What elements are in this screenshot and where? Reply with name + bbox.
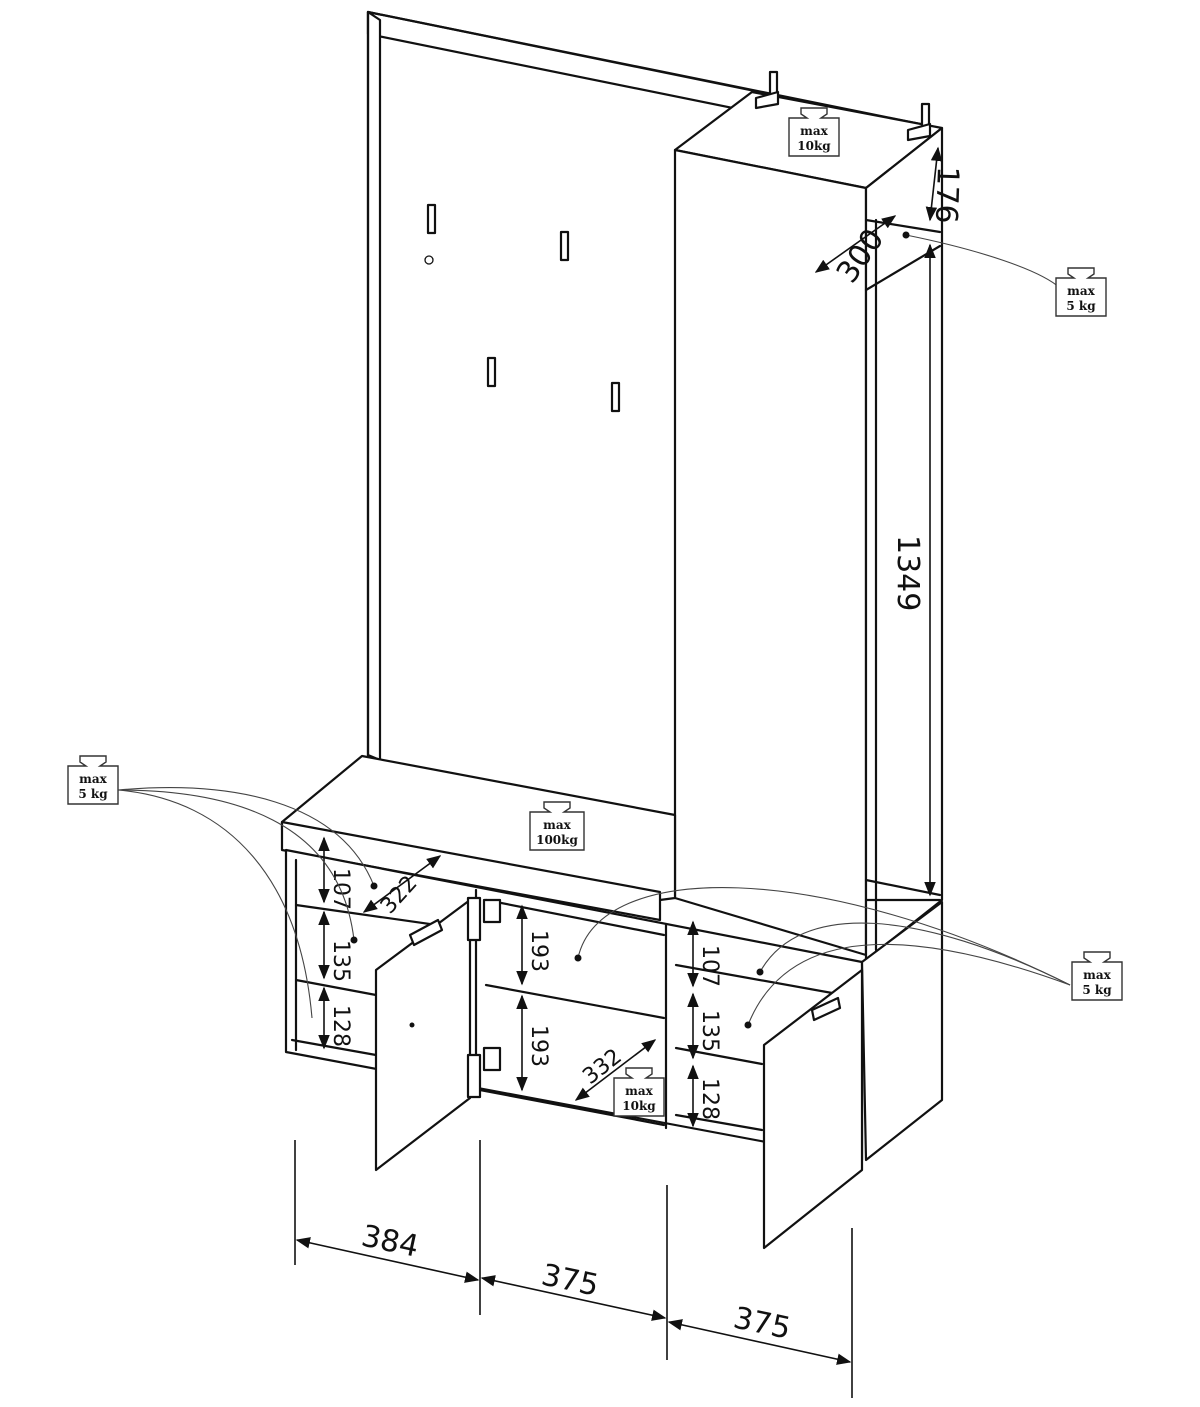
dim-width-left: 384 xyxy=(358,1219,421,1265)
dim-wardrobe-height: 1349 xyxy=(890,535,925,611)
dim-left-shelf-2: 135 xyxy=(328,940,353,982)
weight-left-label: max xyxy=(79,772,107,786)
bench-cabinet xyxy=(280,754,944,1162)
dim-right-shelf-1: 107 xyxy=(697,945,722,987)
dim-middle-shelf-1: 193 xyxy=(526,930,551,972)
weight-left-value: 5 kg xyxy=(78,787,108,801)
weight-rail-label: max xyxy=(1067,284,1095,298)
weight-middle-shelf: max 10kg xyxy=(613,1067,665,1117)
weight-top: max 10kg xyxy=(788,107,840,157)
dim-right-shelf-3: 128 xyxy=(697,1078,722,1120)
dim-width-right: 375 xyxy=(730,1301,793,1347)
weight-right-shelves: max 5 kg xyxy=(1071,951,1123,1001)
right-door xyxy=(762,968,864,1250)
weight-bench: max 100kg xyxy=(529,801,585,851)
wall-bracket-icon xyxy=(754,70,932,142)
weight-top-value: 10kg xyxy=(797,139,831,153)
dim-left-shelf-3: 128 xyxy=(328,1005,353,1047)
dim-top-depth: 176 xyxy=(928,166,965,224)
weight-middle-value: 10kg xyxy=(622,1099,656,1113)
weight-right-label: max xyxy=(1083,968,1111,982)
hinge-icon xyxy=(466,896,502,1099)
dim-middle-shelf-2: 193 xyxy=(526,1025,551,1067)
dimension-lines xyxy=(294,146,943,1398)
weight-middle-label: max xyxy=(625,1084,653,1098)
weight-bench-label: max xyxy=(543,818,571,832)
handle-icon xyxy=(408,918,842,1022)
weight-leaders xyxy=(117,231,1071,1029)
coat-hook-icon xyxy=(424,203,621,413)
weight-top-label: max xyxy=(800,124,828,138)
weight-rail-value: 5 kg xyxy=(1066,299,1096,313)
wardrobe xyxy=(673,90,944,962)
weight-left-shelves: max 5 kg xyxy=(67,755,119,805)
weight-icon: max 10kg max 5 kg max 5 kg max 100kg max… xyxy=(67,107,1123,1117)
weight-wardrobe-rail: max 5 kg xyxy=(1055,267,1107,317)
dim-width-middle: 375 xyxy=(538,1258,601,1304)
dim-right-shelf-2: 135 xyxy=(697,1010,722,1052)
weight-bench-value: 100kg xyxy=(536,833,578,847)
weight-right-value: 5 kg xyxy=(1082,983,1112,997)
